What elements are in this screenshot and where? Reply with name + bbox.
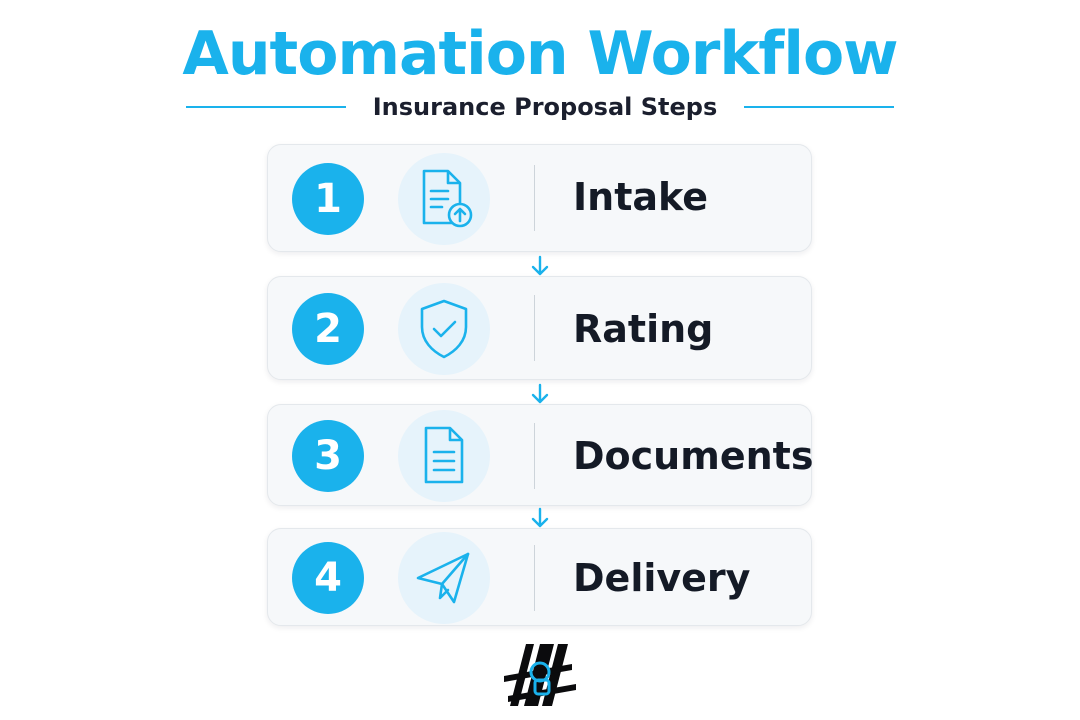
step-card-delivery: 4 Delivery [267, 528, 812, 626]
shield-check-icon [420, 299, 468, 359]
page-subtitle: Insurance Proposal Steps [372, 93, 718, 121]
paper-plane-icon [416, 552, 470, 604]
step-divider [534, 295, 535, 361]
step-label: Intake [573, 175, 709, 219]
step-number-badge: 4 [292, 542, 364, 614]
step-card-intake: 1 Intake [267, 144, 812, 252]
step-icon-badge [398, 532, 490, 624]
step-number-badge: 3 [292, 420, 364, 492]
step-divider [534, 423, 535, 489]
step-divider [534, 545, 535, 611]
step-icon-badge [398, 410, 490, 502]
arrow-down-icon [531, 255, 549, 276]
step-card-documents: 3 Documents [267, 404, 814, 506]
step-label: Rating [573, 307, 714, 351]
subtitle-row: Insurance Proposal Steps [186, 90, 894, 124]
step-label: Documents [573, 434, 814, 478]
arrow-down-icon [531, 507, 549, 528]
step-card-rating: 2 Rating [267, 276, 812, 380]
step-number-badge: 2 [292, 293, 364, 365]
document-upload-icon [422, 169, 473, 228]
step-divider [534, 165, 535, 231]
step-number-badge: 1 [292, 163, 364, 235]
brand-logo-icon [504, 644, 576, 706]
subtitle-divider-right [744, 106, 894, 108]
step-label: Delivery [573, 556, 751, 600]
document-icon [424, 426, 464, 484]
page-title: Automation Workflow [182, 19, 898, 89]
step-icon-badge [398, 153, 490, 245]
subtitle-divider-left [186, 106, 346, 108]
step-icon-badge [398, 283, 490, 375]
arrow-down-icon [531, 383, 549, 404]
